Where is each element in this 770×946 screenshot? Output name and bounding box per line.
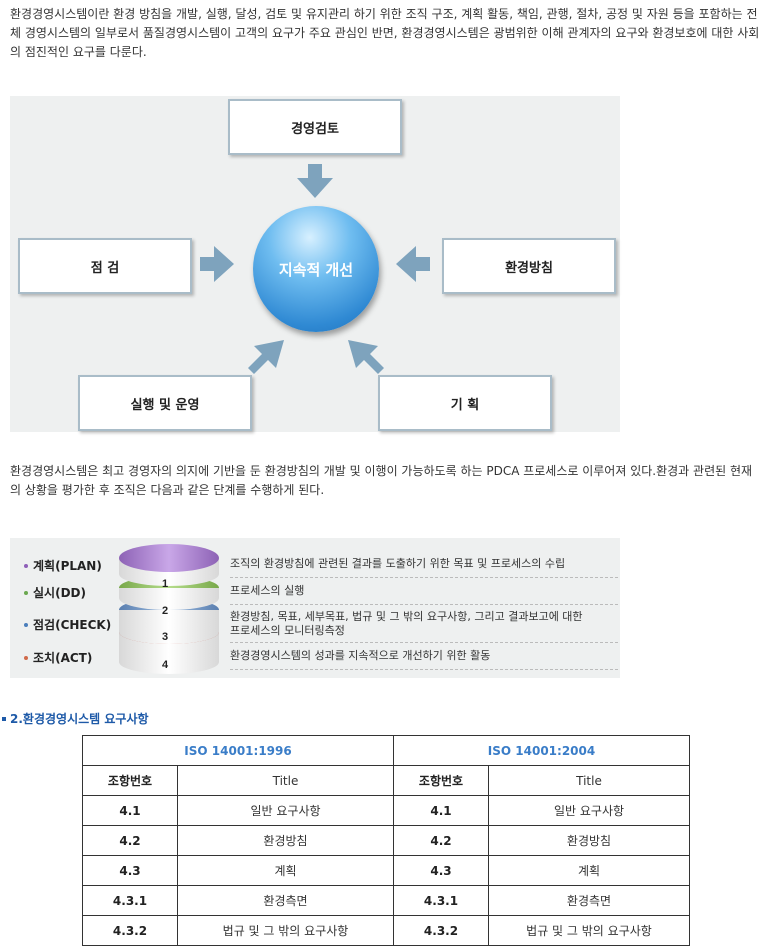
pdca-paragraph: 환경경영시스템은 최고 경영자의 의지에 기반을 둔 환경방침의 개발 및 이행… xyxy=(10,464,753,497)
bullet-dot-icon xyxy=(24,590,28,595)
table-row: 4.3.1 환경측면 4.3.1 환경측면 xyxy=(82,885,690,916)
continuous-improvement-circle: 지속적 개선 xyxy=(253,206,379,332)
cell-clause: 4.3.2 xyxy=(393,915,489,946)
arrow-left-icon xyxy=(396,246,430,282)
management-review-box: 경영검토 xyxy=(228,99,402,155)
bullet-square-icon xyxy=(2,716,6,721)
cell-title: 일반 요구사항 xyxy=(488,795,690,826)
cell-title: 법규 및 그 밖의 요구사항 xyxy=(488,915,690,946)
step-number-4: 4 xyxy=(162,659,169,671)
environmental-policy-box: 환경방침 xyxy=(442,238,616,294)
implementation-operation-box: 실행 및 운영 xyxy=(78,375,252,431)
arrow-right-icon xyxy=(200,246,234,282)
cell-title: 환경측면 xyxy=(488,885,690,916)
cell-clause: 4.3.2 xyxy=(82,915,178,946)
cell-title: 계획 xyxy=(488,855,690,886)
divider xyxy=(230,577,618,578)
step-act-label: 조치(ACT) xyxy=(24,649,92,666)
pdca-steps-panel: 1 2 3 4 계획(PLAN) 실시(DD) 점검(CHECK) 조치(ACT… xyxy=(10,538,620,678)
cell-title: 법규 및 그 밖의 요구사항 xyxy=(177,915,394,946)
step-check-description: 환경방침, 목표, 세부목표, 법규 및 그 밖의 요구사항, 그리고 결과보고… xyxy=(230,610,583,637)
cell-title: 환경방침 xyxy=(177,825,394,856)
planning-box: 기 획 xyxy=(378,375,552,431)
step-plan-description: 조직의 환경방침에 관련된 결과를 도출하기 위한 목표 및 프로세스의 수립 xyxy=(230,557,566,570)
cell-clause: 4.3.1 xyxy=(393,885,489,916)
table-row: 4.3 계획 4.3 계획 xyxy=(82,855,690,886)
section-heading: 2.환경경영시스템 요구사항 xyxy=(2,710,149,727)
pdca-cylinder-stack: 1 2 3 4 xyxy=(119,544,219,674)
cell-title: 환경방침 xyxy=(488,825,690,856)
cell-clause: 4.1 xyxy=(393,795,489,826)
step-check-label: 점검(CHECK) xyxy=(24,616,111,633)
cell-title: 계획 xyxy=(177,855,394,886)
col-header-title: Title xyxy=(488,765,690,796)
cell-clause: 4.3 xyxy=(82,855,178,886)
bullet-dot-icon xyxy=(24,563,28,568)
cell-clause: 4.3 xyxy=(393,855,489,886)
checking-box: 점 검 xyxy=(18,238,192,294)
cell-title: 일반 요구사항 xyxy=(177,795,394,826)
divider xyxy=(230,604,618,605)
step-do-description: 프로세스의 실행 xyxy=(230,584,305,597)
cell-clause: 4.2 xyxy=(82,825,178,856)
arrow-up-left-icon xyxy=(348,340,384,374)
step-plan-label: 계획(PLAN) xyxy=(24,557,102,574)
step-number-2: 2 xyxy=(162,605,168,617)
divider xyxy=(230,642,618,643)
step-act-description: 환경경영시스템의 성과를 지속적으로 개선하기 위한 활동 xyxy=(230,649,491,662)
bullet-dot-icon xyxy=(24,622,28,627)
continuous-improvement-diagram: 경영검토 점 검 환경방침 실행 및 운영 기 획 지속적 개선 xyxy=(10,96,620,432)
step-do-label: 실시(DD) xyxy=(24,584,86,601)
bullet-dot-icon xyxy=(24,655,28,660)
std-2004-header: ISO 14001:2004 xyxy=(393,735,690,766)
cell-title: 환경측면 xyxy=(177,885,394,916)
cell-clause: 4.2 xyxy=(393,825,489,856)
arrow-up-right-icon xyxy=(248,340,284,374)
cell-clause: 4.1 xyxy=(82,795,178,826)
table-row: 4.1 일반 요구사항 4.1 일반 요구사항 xyxy=(82,795,690,826)
col-header-clause: 조항번호 xyxy=(393,765,489,796)
table-row: 4.2 환경방침 4.2 환경방침 xyxy=(82,825,690,856)
divider xyxy=(230,669,618,670)
table-row: 4.3.2 법규 및 그 밖의 요구사항 4.3.2 법규 및 그 밖의 요구사… xyxy=(82,915,690,946)
step-number-1: 1 xyxy=(162,578,168,590)
arrow-down-icon xyxy=(297,164,333,198)
col-header-title: Title xyxy=(177,765,394,796)
col-header-clause: 조항번호 xyxy=(82,765,178,796)
intro-paragraph: 환경경영시스템이란 환경 방침을 개발, 실행, 달성, 검토 및 유지관리 하… xyxy=(10,7,760,59)
std-1996-header: ISO 14001:1996 xyxy=(82,735,394,766)
cell-clause: 4.3.1 xyxy=(82,885,178,916)
requirements-comparison-table: ISO 14001:1996 ISO 14001:2004 조항번호 Title… xyxy=(82,735,690,946)
step-number-3: 3 xyxy=(162,631,168,643)
